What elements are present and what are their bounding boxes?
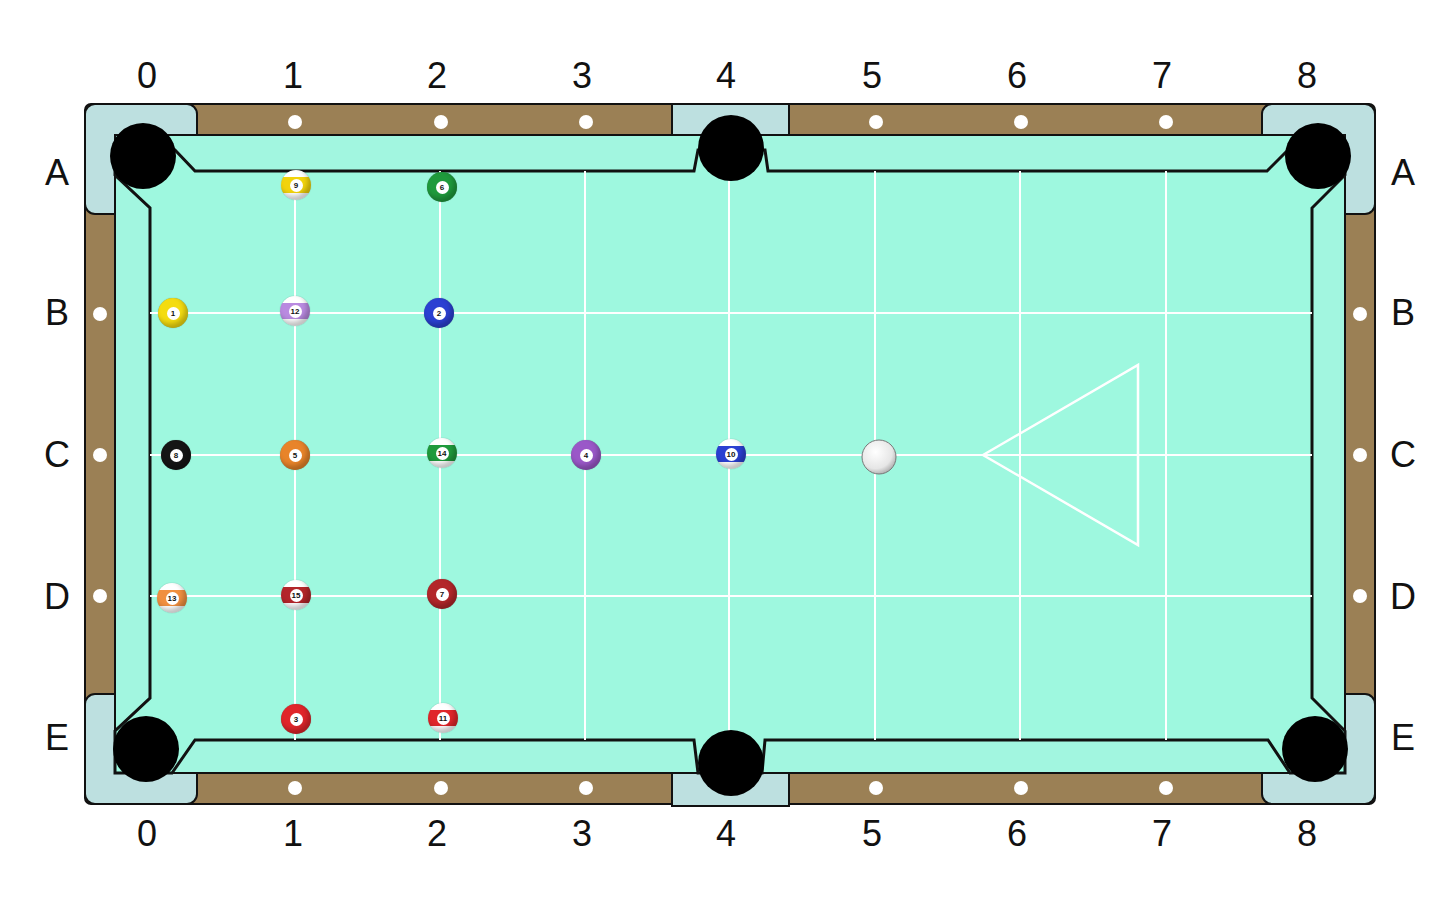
ball-number: 9 — [290, 179, 303, 192]
pool-ball: 8 — [161, 440, 191, 470]
cushion — [115, 135, 1345, 773]
pockets — [110, 115, 1351, 796]
row-label: A — [45, 155, 69, 191]
column-label: 4 — [716, 58, 736, 94]
column-label: 4 — [716, 816, 736, 852]
column-label: 2 — [427, 58, 447, 94]
rack-triangle — [983, 365, 1138, 545]
row-label: D — [1390, 579, 1416, 615]
ball-number: 12 — [289, 305, 302, 318]
pool-ball: 10 — [716, 439, 746, 469]
column-label: 7 — [1152, 58, 1172, 94]
rail-diamonds — [93, 115, 1367, 795]
pool-ball: 13 — [157, 583, 187, 613]
ball-number: 1 — [167, 307, 180, 320]
cue-ball — [862, 440, 896, 474]
pool-ball: 5 — [280, 440, 310, 470]
pool-ball: 9 — [281, 170, 311, 200]
row-label: D — [44, 579, 70, 615]
column-label: 6 — [1007, 816, 1027, 852]
ball-number: 15 — [290, 589, 303, 602]
column-label: 8 — [1297, 58, 1317, 94]
row-label: A — [1391, 155, 1415, 191]
row-label: B — [1391, 295, 1415, 331]
ball-number: 11 — [437, 712, 450, 725]
ball-number: 7 — [436, 588, 449, 601]
pool-ball: 12 — [280, 296, 310, 326]
cloth — [115, 150, 1345, 773]
pool-ball: 7 — [427, 579, 457, 609]
grid-lines — [150, 171, 1312, 740]
column-label: 2 — [427, 816, 447, 852]
pool-ball: 2 — [424, 298, 454, 328]
row-label: C — [1390, 437, 1416, 473]
row-label: E — [45, 720, 69, 756]
column-label: 3 — [572, 58, 592, 94]
ball-number: 6 — [436, 181, 449, 194]
pool-ball: 3 — [281, 704, 311, 734]
column-label: 1 — [283, 816, 303, 852]
row-label: E — [1391, 720, 1415, 756]
row-label: B — [45, 295, 69, 331]
table-rail — [85, 104, 1375, 804]
column-label: 5 — [862, 816, 882, 852]
column-label: 7 — [1152, 816, 1172, 852]
column-label: 6 — [1007, 58, 1027, 94]
row-label: C — [44, 437, 70, 473]
ball-number: 13 — [166, 592, 179, 605]
column-label: 0 — [137, 58, 157, 94]
column-label: 1 — [283, 58, 303, 94]
pool-ball: 1 — [158, 298, 188, 328]
column-label: 8 — [1297, 816, 1317, 852]
ball-number: 5 — [289, 449, 302, 462]
pool-ball: 11 — [428, 703, 458, 733]
pool-ball: 4 — [571, 440, 601, 470]
ball-number: 3 — [290, 713, 303, 726]
ball-number: 8 — [170, 449, 183, 462]
column-label: 3 — [572, 816, 592, 852]
column-label: 5 — [862, 58, 882, 94]
ball-number: 14 — [436, 447, 449, 460]
ball-number: 10 — [725, 448, 738, 461]
ball-number: 2 — [433, 307, 446, 320]
pool-ball: 15 — [281, 580, 311, 610]
pool-ball: 6 — [427, 172, 457, 202]
column-label: 0 — [137, 816, 157, 852]
ball-number: 4 — [580, 449, 593, 462]
pool-ball: 14 — [427, 438, 457, 468]
